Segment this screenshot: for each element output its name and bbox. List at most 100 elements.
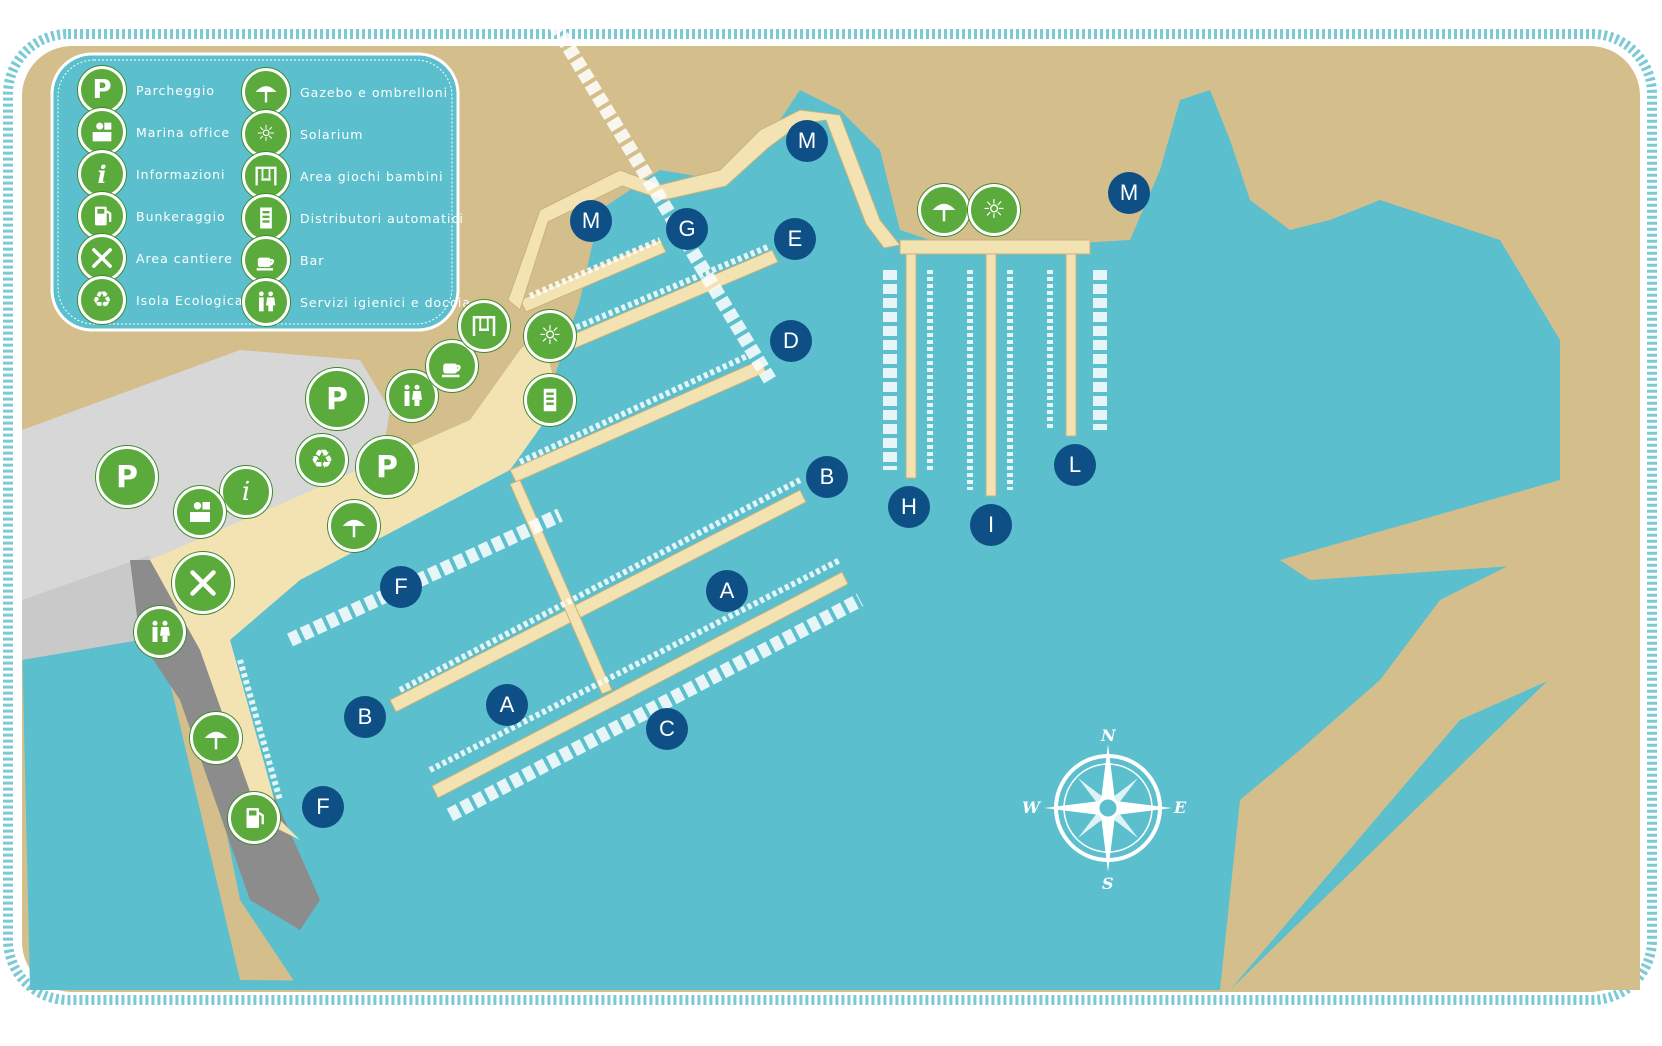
- parking-pin[interactable]: P: [356, 436, 418, 498]
- recycle-icon: ♻: [310, 445, 334, 475]
- compass-east-label: E: [1174, 798, 1187, 817]
- legend-item-marina-office: Marina office: [78, 108, 230, 156]
- umbrella-pin[interactable]: [328, 500, 380, 552]
- rope-frame-outer: [3, 29, 1657, 1005]
- bar-pin[interactable]: [426, 340, 478, 392]
- sun-icon: ☼: [538, 321, 562, 351]
- legend-item-tools: Area cantiere: [78, 234, 233, 282]
- fuel-pin[interactable]: [228, 792, 280, 844]
- legend-label: Servizi igienici e doccia: [300, 294, 472, 310]
- promenade: [150, 330, 560, 840]
- pier-marker-b[interactable]: B: [344, 696, 386, 738]
- solarium-pin[interactable]: ☼: [968, 184, 1020, 236]
- tools-icon: [78, 234, 126, 282]
- umbrella-pin[interactable]: [918, 184, 970, 236]
- legend-label: Parcheggio: [136, 82, 215, 98]
- water-right-harbor: [1210, 270, 1540, 560]
- pier-marker-m[interactable]: M: [570, 200, 612, 242]
- pier-marker-i[interactable]: I: [970, 504, 1012, 546]
- legend-label: Marina office: [136, 124, 231, 140]
- pier-marker-e[interactable]: E: [774, 218, 816, 260]
- info-icon: i: [78, 150, 126, 198]
- legend-item-solarium: ☼ Solarium: [242, 110, 363, 158]
- pier-marker-g[interactable]: G: [666, 208, 708, 250]
- marina-office-icon: [78, 108, 126, 156]
- grey-shoreline: [22, 555, 150, 660]
- parking-icon: P: [116, 459, 138, 495]
- legend-item-recycle: ♻ Isola Ecologica: [78, 276, 243, 324]
- legend-item-parking: P Parcheggio: [78, 66, 215, 114]
- legend-label: Area cantiere: [136, 250, 233, 266]
- shipyard-pin[interactable]: [172, 552, 234, 614]
- parking-pin[interactable]: P: [306, 368, 368, 430]
- breakwater-diagonal: [1230, 620, 1640, 990]
- legend: P Parcheggio Marina office i Informazion…: [56, 56, 486, 346]
- coffee-cup-icon: [242, 236, 290, 284]
- restroom-icon: [152, 620, 170, 642]
- sun-icon: ☼: [982, 195, 1006, 225]
- parking-pin[interactable]: P: [96, 446, 158, 508]
- umbrella-icon: [342, 519, 366, 538]
- pier-marker-a[interactable]: A: [486, 684, 528, 726]
- umbrella-icon: [204, 731, 228, 750]
- legend-item-restroom: Servizi igienici e doccia: [242, 278, 471, 326]
- pier-marker-a[interactable]: A: [706, 570, 748, 612]
- recycle-icon: ♻: [78, 276, 126, 324]
- recycle-pin[interactable]: ♻: [296, 434, 348, 486]
- swing-icon: [472, 316, 496, 336]
- parking-icon: P: [326, 381, 348, 417]
- info-pin[interactable]: i: [220, 466, 272, 518]
- umbrella-pin[interactable]: [190, 712, 242, 764]
- legend-item-bar: Bar: [242, 236, 324, 284]
- vending-machine-icon: [242, 194, 290, 242]
- tools-icon: [190, 570, 216, 596]
- legend-label: Gazebo e ombrelloni: [300, 84, 449, 100]
- moored-boats: [237, 0, 1107, 822]
- fuel-pump-icon: [78, 192, 126, 240]
- vending-pin[interactable]: [524, 374, 576, 426]
- legend-label: Informazioni: [136, 166, 226, 182]
- compass-north-label: N: [1101, 726, 1116, 745]
- coffee-cup-icon: [442, 363, 461, 378]
- pier-marker-m[interactable]: M: [1108, 172, 1150, 214]
- pier-marker-l[interactable]: L: [1054, 444, 1096, 486]
- compass-south-label: S: [1102, 874, 1114, 893]
- pier-marker-c[interactable]: C: [646, 708, 688, 750]
- legend-item-vending: Distributori automatici: [242, 194, 464, 242]
- pier-marker-m[interactable]: M: [786, 120, 828, 162]
- legend-label: Bar: [300, 252, 325, 268]
- marina-office-pin[interactable]: [174, 486, 226, 538]
- legend-item-info: i Informazioni: [78, 150, 226, 198]
- restroom-icon: [404, 384, 422, 406]
- legend-label: Distributori automatici: [300, 210, 464, 226]
- info-icon: i: [241, 477, 251, 507]
- playground-pin[interactable]: [458, 300, 510, 352]
- legend-label: Area giochi bambini: [300, 168, 444, 184]
- legend-label: Solarium: [300, 126, 364, 142]
- legend-label: Bunkeraggio: [136, 208, 226, 224]
- fuel-pump-icon: [246, 808, 264, 828]
- legend-item-umbrella: Gazebo e ombrelloni: [242, 68, 448, 116]
- legend-item-playground: Area giochi bambini: [242, 152, 444, 200]
- parking-icon: P: [78, 66, 126, 114]
- pier-marker-d[interactable]: D: [770, 320, 812, 362]
- umbrella-icon: [242, 68, 290, 116]
- parking-icon: P: [376, 449, 398, 485]
- breakwater-right: [1280, 480, 1600, 580]
- pier-marker-f[interactable]: F: [302, 786, 344, 828]
- pier-marker-b[interactable]: B: [806, 456, 848, 498]
- marina-office-icon: [190, 502, 210, 522]
- pier-marker-f[interactable]: F: [380, 566, 422, 608]
- swing-icon: [242, 152, 290, 200]
- compass-rose: [1044, 744, 1172, 872]
- restroom-pin[interactable]: [134, 606, 186, 658]
- restroom-icon: [242, 278, 290, 326]
- solarium-pin[interactable]: ☼: [524, 310, 576, 362]
- vending-machine-icon: [543, 388, 557, 412]
- legend-label: Isola Ecologica: [136, 292, 244, 308]
- sun-icon: ☼: [242, 110, 290, 158]
- legend-item-fuel: Bunkeraggio: [78, 192, 226, 240]
- umbrella-icon: [932, 203, 956, 222]
- pier-marker-h[interactable]: H: [888, 486, 930, 528]
